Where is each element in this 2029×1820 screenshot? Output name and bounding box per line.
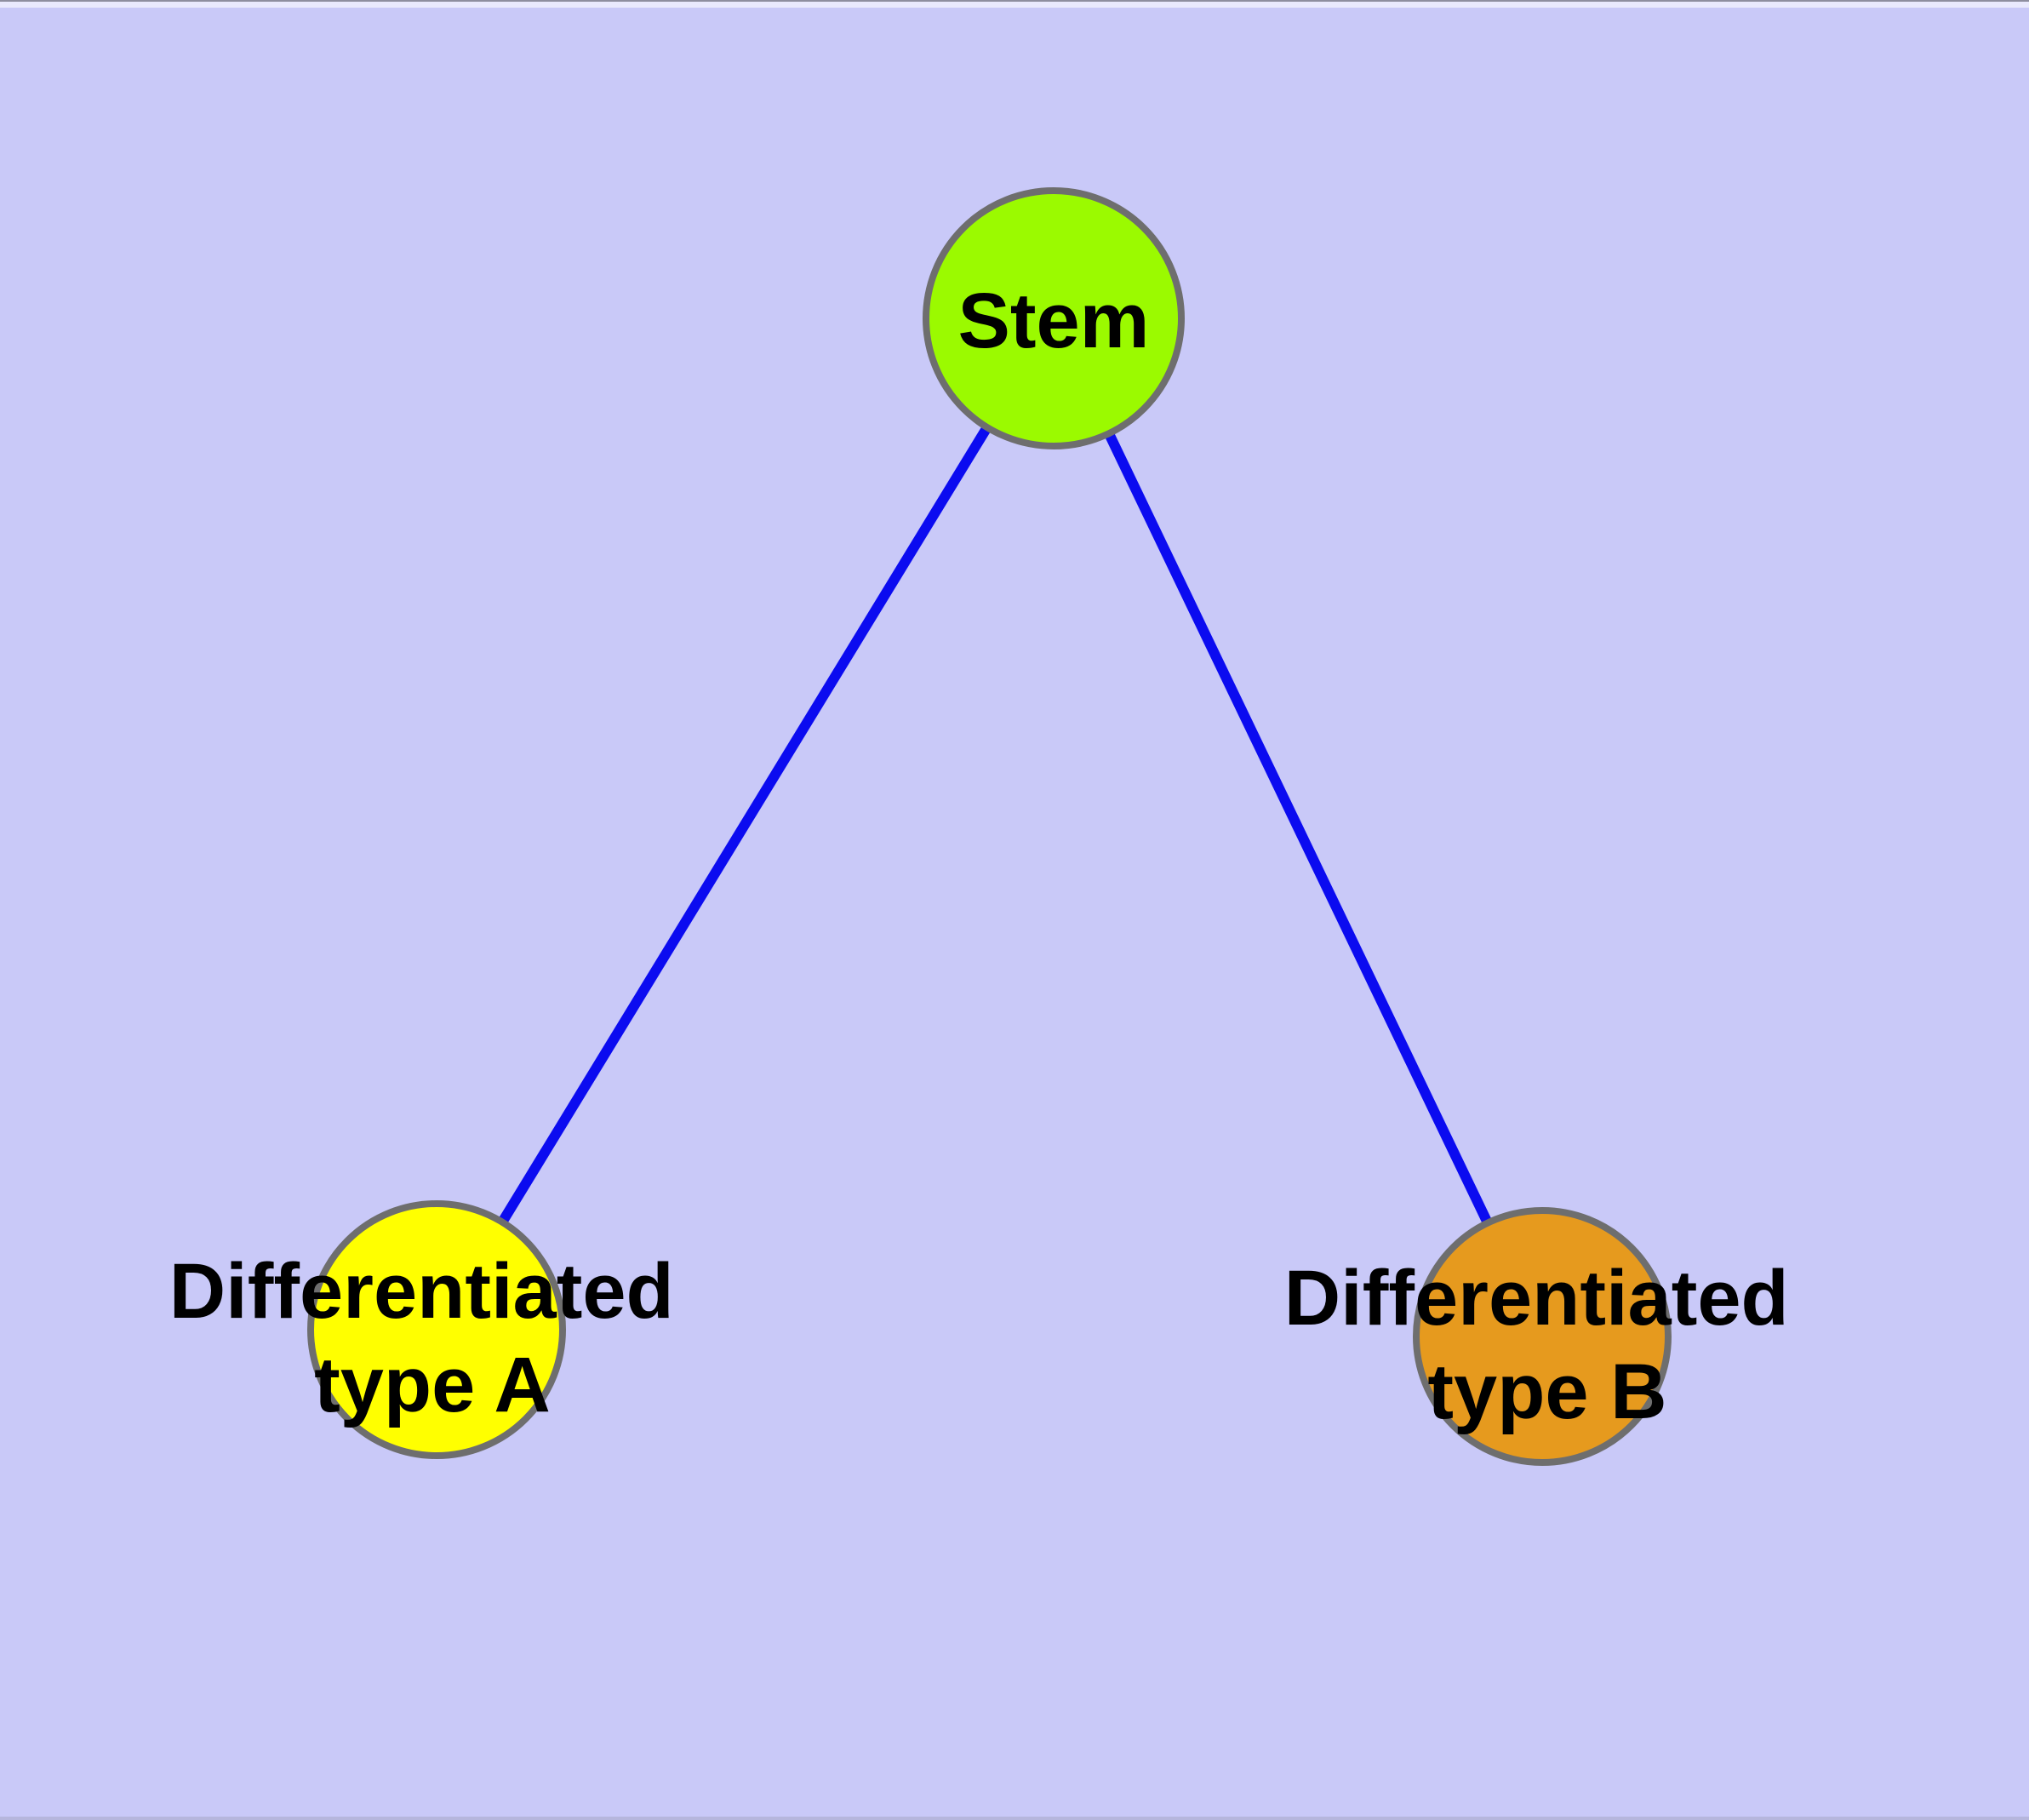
type-a-node-circle [307, 1200, 566, 1459]
type-b-node-circle [1413, 1207, 1672, 1466]
stem-node-circle [923, 187, 1185, 449]
type-a-label-line-2: type A [314, 1342, 551, 1428]
type-b-node: Differentiated type B [1284, 1207, 1811, 1466]
type-a-node-label: Differentiated type A [169, 1248, 696, 1428]
type-b-label-line-2: type B [1427, 1348, 1666, 1435]
window-bottom-edge [0, 1817, 2029, 1820]
edge-stem-to-type-b [1049, 316, 1547, 1339]
type-b-label-line-1: Differentiated [1284, 1255, 1789, 1342]
type-a-node: Differentiated type A [169, 1200, 696, 1459]
stem-node-label: Stem [958, 278, 1150, 364]
edge-stem-to-type-a [432, 315, 1059, 1333]
stem-node: Stem [923, 187, 1185, 449]
window-top-edge [0, 0, 2029, 2]
type-b-node-label: Differentiated type B [1284, 1255, 1811, 1435]
type-a-label-line-1: Differentiated [169, 1248, 674, 1335]
window-top-strip [0, 2, 2029, 8]
